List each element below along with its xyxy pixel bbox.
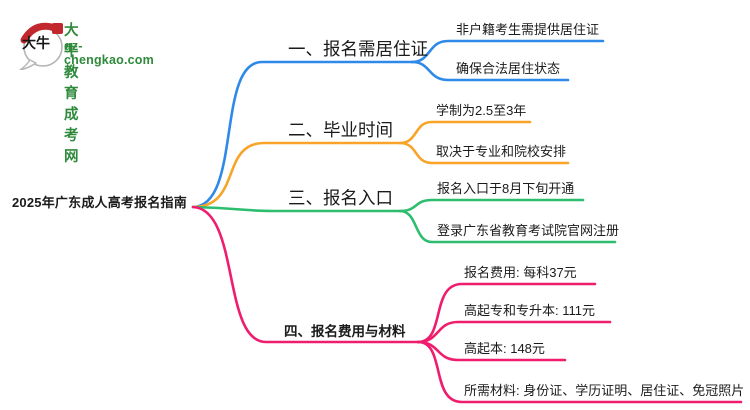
branch-2-links — [191, 120, 570, 209]
branch-3-topic[interactable]: 三、报名入口 — [288, 188, 393, 208]
branch-1-child-1[interactable]: 非户籍考生需提供居住证 — [456, 22, 600, 37]
branch-1-links — [191, 39, 605, 209]
branch-4-child-4-line — [416, 340, 743, 404]
brand-site-name: 大牛教育成考网 — [64, 23, 79, 165]
branch-2-topic[interactable]: 二、毕业时间 — [288, 120, 393, 140]
root-topic[interactable]: 2025年广东成人高考报名指南 — [12, 195, 187, 210]
branch-4-child-2[interactable]: 高起专和专升本: 111元 — [464, 303, 595, 318]
branch-1-child-2[interactable]: 确保合法居住状态 — [456, 61, 561, 76]
branch-4-topic[interactable]: 四、报名费用与材料 — [284, 324, 406, 339]
branch-3-child-1-line — [398, 198, 585, 213]
branch-1-line — [191, 60, 414, 209]
branch-2-child-1[interactable]: 学制为2.5至3年 — [436, 103, 527, 118]
branch-1-child-1-line — [410, 39, 605, 64]
branch-2-child-2[interactable]: 取决于专业和院校安排 — [436, 144, 567, 159]
branch-4-links — [191, 205, 743, 404]
brand-site-url: gz-chengkao.com — [64, 39, 154, 67]
branch-2-child-2-line — [398, 141, 570, 165]
branch-3-links — [191, 198, 617, 244]
branch-1-child-2-line — [410, 60, 570, 82]
branch-1-topic[interactable]: 一、报名需居住证 — [288, 39, 428, 59]
branch-3-child-1[interactable]: 报名入口于8月下旬开通 — [437, 181, 575, 196]
branch-3-child-2-line — [398, 209, 617, 244]
branch-4-line — [191, 205, 420, 344]
branch-4-child-3[interactable]: 高起本: 148元 — [464, 341, 545, 356]
svg-text:大牛: 大牛 — [22, 35, 50, 51]
branch-3-child-2[interactable]: 登录广东省教育考试院官网注册 — [437, 223, 620, 238]
branch-4-child-4[interactable]: 所需材料: 身份证、学历证明、居住证、免冠照片 — [464, 383, 745, 398]
branch-2-child-1-line — [398, 120, 532, 145]
branch-2-line — [191, 141, 402, 209]
daniu-logo-icon: 大牛 — [19, 22, 63, 70]
branch-4-child-1[interactable]: 报名费用: 每科37元 — [464, 265, 577, 280]
branch-3-line — [191, 205, 402, 213]
branch-4-child-1-line — [416, 282, 597, 344]
branch-4-child-2-line — [416, 320, 612, 344]
